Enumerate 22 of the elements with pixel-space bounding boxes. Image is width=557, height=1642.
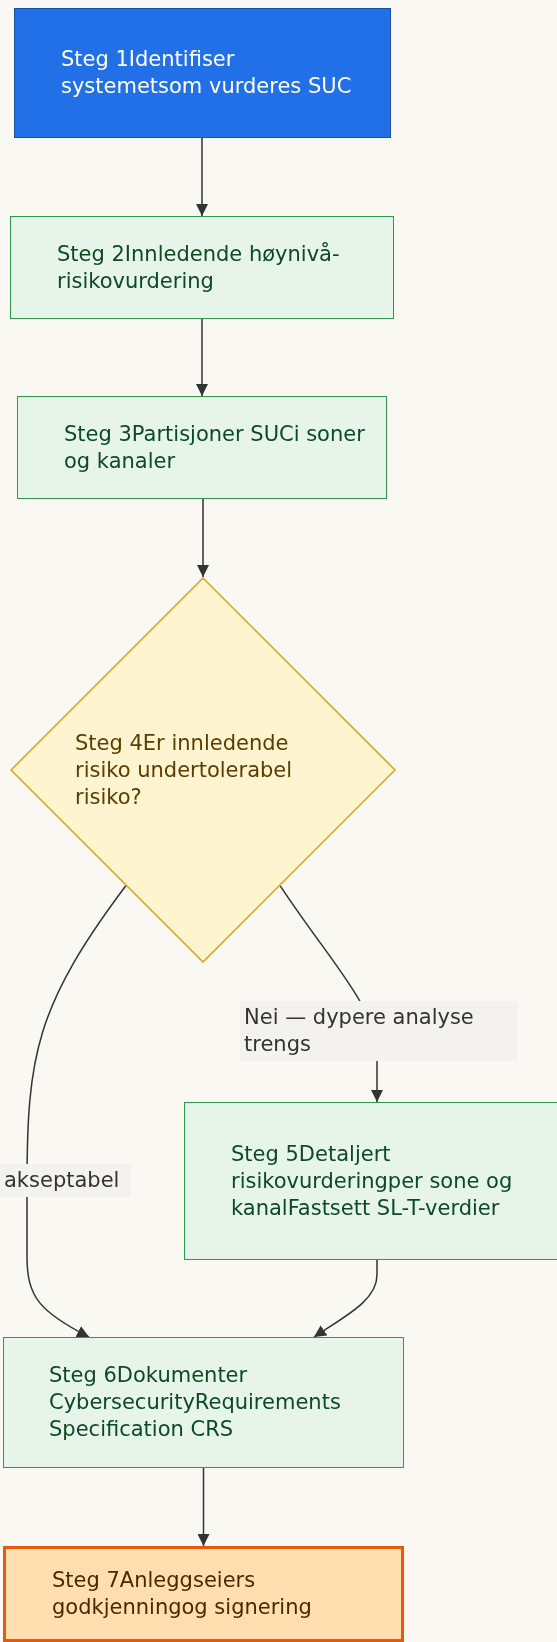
step-text: Steg 6Dokumenter CybersecurityRequirements Specification CRS xyxy=(49,1362,342,1443)
arrow xyxy=(197,498,209,578)
step-text: Steg 5Detaljert risikovurderingper sone og kanalFastsett SL-T-verdier xyxy=(231,1140,514,1222)
arrow xyxy=(197,1467,210,1547)
arrow xyxy=(26,885,127,1338)
decision-diamond xyxy=(10,577,396,963)
process-box xyxy=(17,396,387,499)
step-text: Steg 7Anleggseiers godkjenningog signering xyxy=(52,1567,313,1621)
step-text: Steg 1Identifiser systemetsom vurderes SUC xyxy=(61,46,353,100)
process-box xyxy=(10,216,394,319)
process-box xyxy=(3,1546,404,1642)
process-box xyxy=(14,8,391,138)
arrow xyxy=(313,1259,378,1338)
step-text: Steg 4Er innledende risiko undertolerabel risiko? xyxy=(75,729,294,811)
step-text: Steg 2Innledende høynivå-risikovurdering xyxy=(57,240,341,295)
edge-label: akseptabel xyxy=(0,1164,131,1197)
step-text: Steg 3Partisjoner SUCi soner og kanaler xyxy=(64,420,366,475)
process-box xyxy=(184,1102,557,1260)
arrow xyxy=(196,318,208,397)
arrow xyxy=(196,137,208,217)
edge-label: Nei — dypere analyse trengs xyxy=(240,1001,518,1061)
process-box xyxy=(3,1337,404,1468)
